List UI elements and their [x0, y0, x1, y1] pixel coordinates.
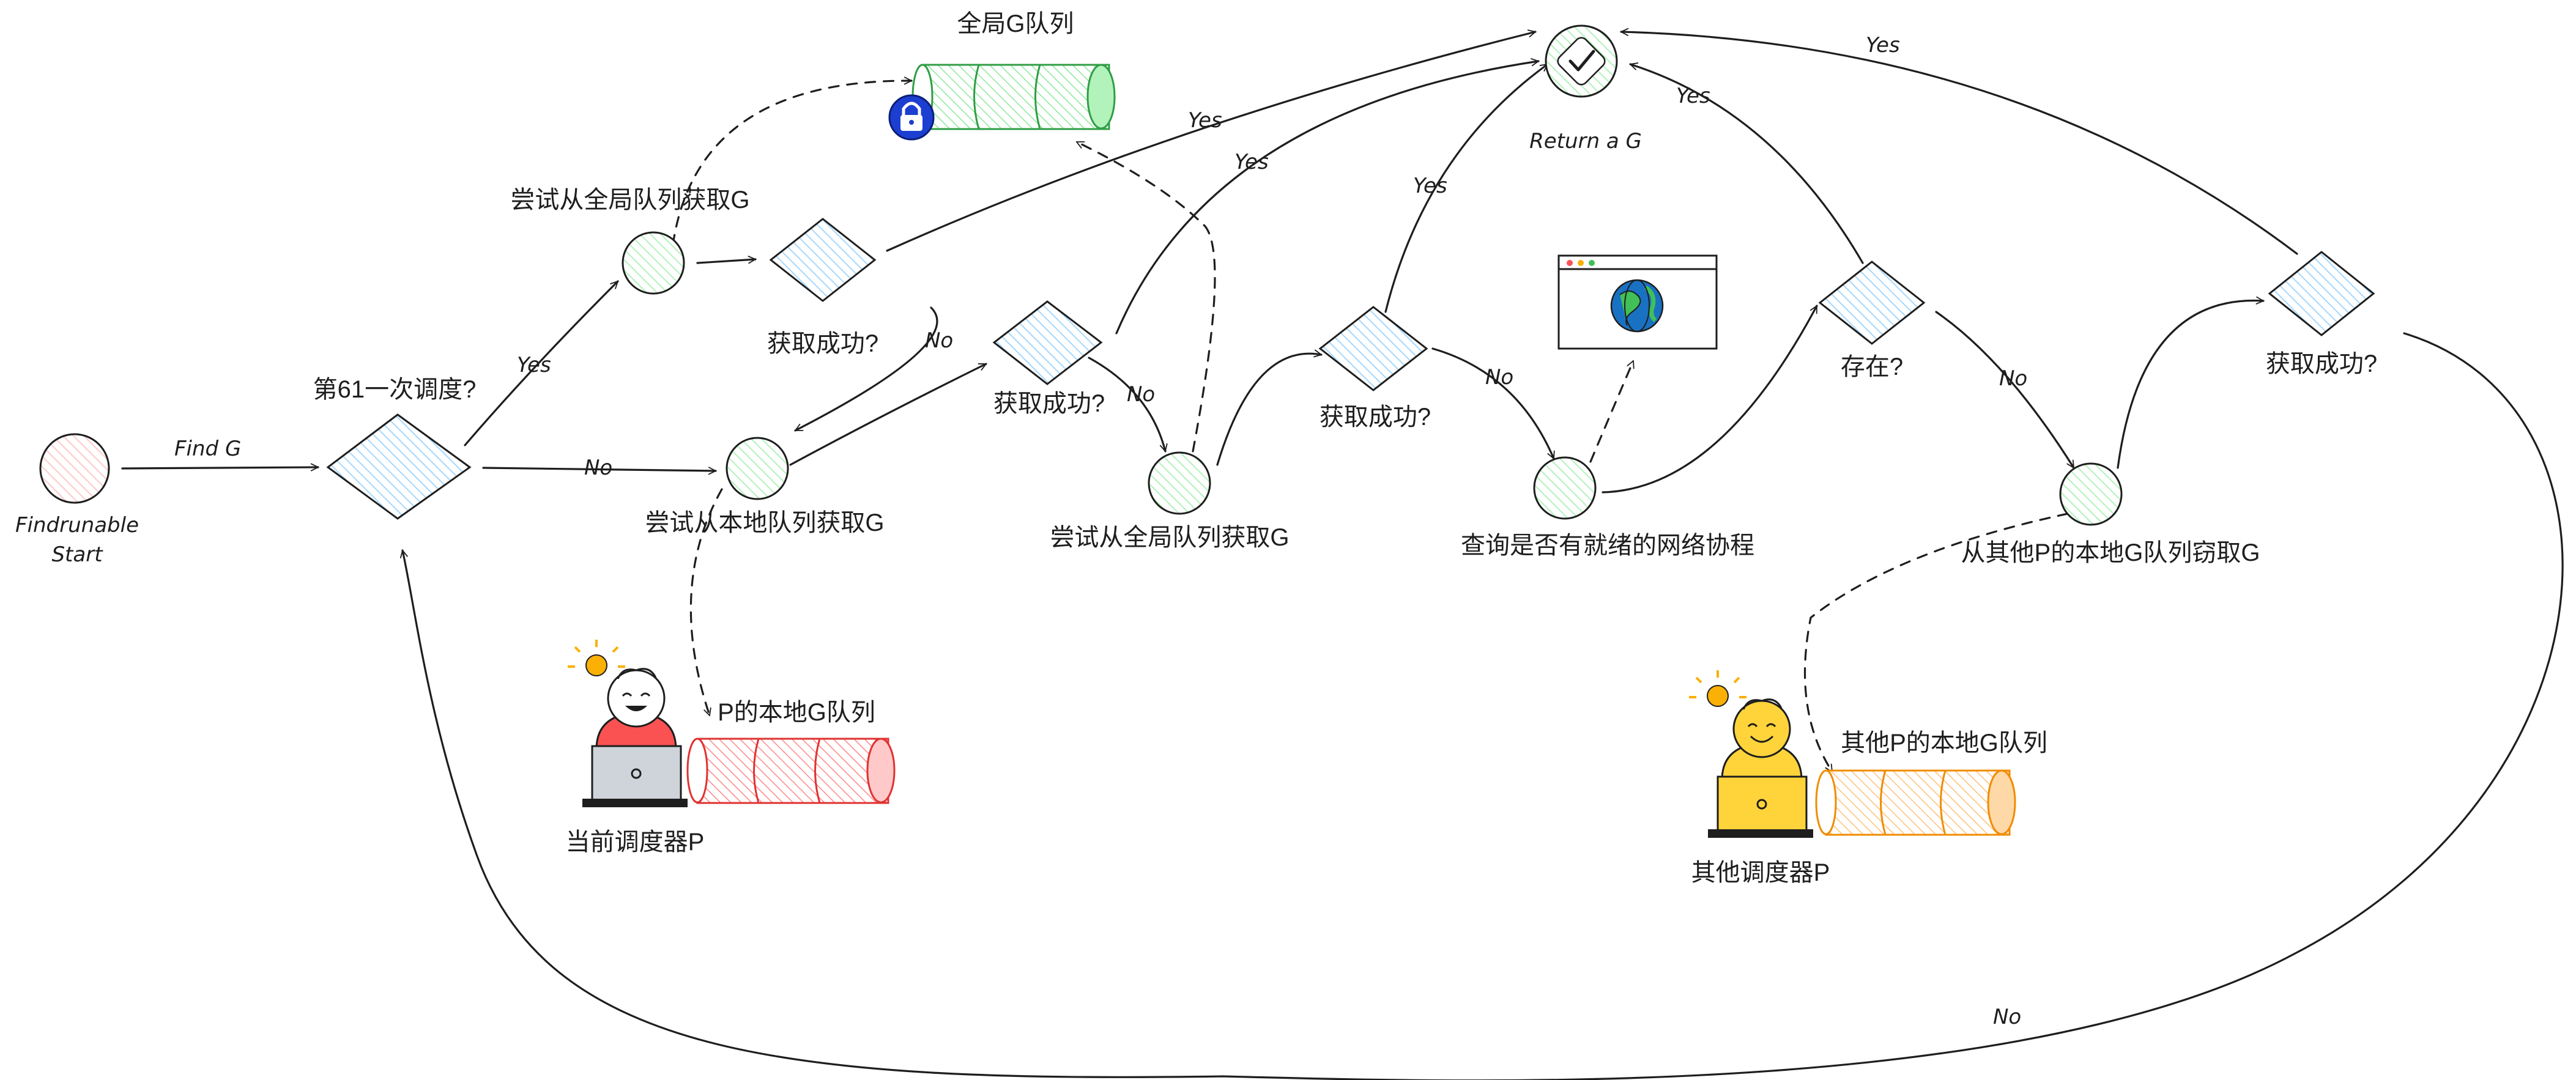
- edge-label-no-2: No: [925, 328, 953, 353]
- try-global-2-node: 尝试从全局队列获取G: [1050, 451, 1290, 551]
- check61-node: 第61一次调度?: [313, 376, 477, 520]
- start-label-line2: Start: [51, 542, 103, 567]
- edge-global1-to-success1: [696, 259, 755, 264]
- edge-labels: Find G Yes No Yes No Yes No Yes No Yes N…: [174, 33, 2027, 1029]
- netpoll-node: 查询是否有就绪的网络协程: [1461, 456, 1754, 559]
- edges: [121, 32, 2564, 1080]
- local-queue-label: P的本地G队列: [718, 699, 875, 726]
- edge-label-yes-6: Yes: [1866, 33, 1900, 57]
- return-node: Return a G: [1529, 24, 1642, 153]
- developer-icon: [582, 668, 688, 807]
- edge-local-dash-to-local-queue: [689, 488, 723, 716]
- check-icon: [1557, 37, 1606, 86]
- current-p: 当前调度器P: [566, 640, 705, 856]
- edge-label-no-5: No: [1999, 366, 2027, 391]
- other-queue-label: 其他P的本地G队列: [1841, 730, 2047, 756]
- success3-label: 获取成功?: [1320, 404, 1431, 431]
- success1-node: 获取成功?: [767, 218, 878, 357]
- developer-icon: [1708, 698, 1813, 838]
- exists-node: 存在?: [1818, 261, 1926, 380]
- edge-global2-to-success3: [1216, 353, 1321, 466]
- success3-node: 获取成功?: [1318, 306, 1431, 431]
- edge-netpoll-dash-to-browser: [1589, 361, 1633, 463]
- edge-label-yes-1: Yes: [517, 353, 551, 377]
- lightbulb-icon: [568, 640, 625, 676]
- try-global-1-label: 尝试从全局队列获取G: [510, 187, 749, 213]
- edge-label-no-4: No: [1485, 365, 1513, 390]
- edge-success2-yes-to-return: [1115, 61, 1539, 335]
- edge-label-yes-5: Yes: [1676, 84, 1710, 108]
- start-label-line1: Findrunable: [15, 513, 139, 538]
- edge-netpoll-to-exists: [1602, 306, 1818, 494]
- edge-local-to-success2: [789, 363, 986, 466]
- success4-label: 获取成功?: [2266, 350, 2377, 377]
- global-queue: 全局G队列: [888, 10, 1116, 141]
- edge-label-no-1: No: [584, 456, 612, 480]
- edge-steal-dash-to-other-queue: [1803, 512, 2069, 772]
- lock-icon: [888, 94, 935, 141]
- try-local-label: 尝试从本地队列获取G: [645, 509, 884, 536]
- success1-label: 获取成功?: [767, 330, 878, 357]
- edge-success2-no-to-global2: [1088, 357, 1165, 451]
- try-global-1-node: 尝试从全局队列获取G: [510, 187, 750, 295]
- lightbulb-icon: [1689, 670, 1746, 707]
- try-local-node: 尝试从本地队列获取G: [645, 437, 885, 536]
- edge-start-to-check61: [121, 467, 319, 468]
- start-node: Findrunable Start: [15, 433, 139, 567]
- try-global-2-label: 尝试从全局队列获取G: [1050, 524, 1289, 551]
- edge-steal-to-success4: [2117, 301, 2263, 469]
- success2-node: 获取成功?: [992, 300, 1105, 417]
- edge-label-yes-3: Yes: [1234, 150, 1269, 174]
- edge-global1-dash-to-global-queue: [672, 81, 913, 246]
- edge-label-no-6: No: [1993, 1005, 2021, 1029]
- check61-label: 第61一次调度?: [313, 376, 477, 403]
- edge-label-find-g: Find G: [174, 437, 241, 461]
- edge-label-yes-2: Yes: [1188, 108, 1222, 133]
- other-queue: 其他P的本地G队列: [1815, 730, 2047, 836]
- edge-exists-no-to-steal: [1935, 311, 2075, 468]
- edge-label-no-3: No: [1127, 382, 1155, 407]
- current-p-label: 当前调度器P: [566, 829, 705, 856]
- edge-success4-no-to-check61: [403, 332, 2564, 1080]
- local-queue: P的本地G队列: [686, 699, 896, 804]
- steal-node: 从其他P的本地G队列窃取G: [1961, 462, 2260, 566]
- steal-label: 从其他P的本地G队列窃取G: [1961, 539, 2260, 566]
- edge-check61-no-to-local: [482, 468, 717, 471]
- return-label: Return a G: [1529, 129, 1642, 153]
- edge-success4-yes-to-return: [1620, 32, 2298, 255]
- edge-success3-no-to-netpoll: [1431, 347, 1554, 459]
- edge-success1-no-to-local: [795, 306, 938, 432]
- edge-success1-yes-to-return: [886, 32, 1535, 252]
- edge-global2-dash-to-global-queue: [1077, 141, 1216, 453]
- global-queue-label: 全局G队列: [957, 10, 1074, 37]
- other-p: 其他调度器P: [1689, 670, 1830, 886]
- edge-check61-yes-to-global1: [464, 280, 619, 446]
- success2-label: 获取成功?: [993, 390, 1105, 417]
- edge-label-yes-4: Yes: [1413, 174, 1447, 198]
- edge-success3-yes-to-return: [1384, 63, 1548, 313]
- edge-exists-yes-to-return: [1630, 64, 1864, 264]
- browser-globe-icon: [1557, 254, 1718, 350]
- exists-label: 存在?: [1841, 353, 1903, 380]
- success4-node: 获取成功?: [2266, 251, 2377, 377]
- netpoll-label: 查询是否有就绪的网络协程: [1461, 532, 1754, 559]
- other-p-label: 其他调度器P: [1691, 859, 1830, 886]
